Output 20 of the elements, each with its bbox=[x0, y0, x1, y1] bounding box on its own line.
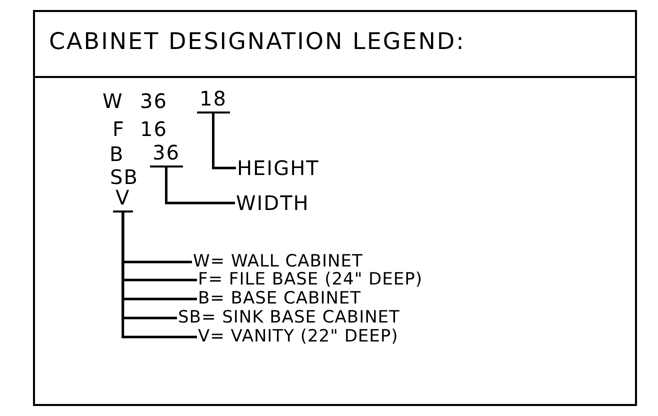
legend-text: SB= SINK BASE CABINET bbox=[178, 310, 400, 326]
code-letter: SB bbox=[110, 167, 138, 187]
legend-text: WIDTH bbox=[236, 193, 310, 213]
code-value: V bbox=[112, 188, 134, 212]
code-value: 18 bbox=[196, 88, 230, 114]
code-letter: F bbox=[112, 119, 126, 139]
legend-text: V= VANITY (22" DEEP) bbox=[198, 328, 398, 346]
code-letter: 16 bbox=[140, 119, 168, 139]
leader-line bbox=[122, 212, 197, 338]
code-letter: 36 bbox=[140, 91, 168, 111]
legend-text: B= BASE CABINET bbox=[198, 290, 362, 308]
leader-line bbox=[164, 166, 235, 204]
code-value: 36 bbox=[150, 142, 183, 168]
legend-title: CABINET DESIGNATION LEGEND: bbox=[49, 29, 466, 55]
leader-line bbox=[212, 112, 236, 170]
legend-text: W= WALL CABINET bbox=[193, 254, 363, 270]
code-letter: B bbox=[110, 144, 124, 164]
code-letter: W bbox=[102, 91, 124, 111]
legend-text: F= FILE BASE (24" DEEP) bbox=[198, 272, 423, 288]
legend-text: HEIGHT bbox=[237, 158, 320, 178]
